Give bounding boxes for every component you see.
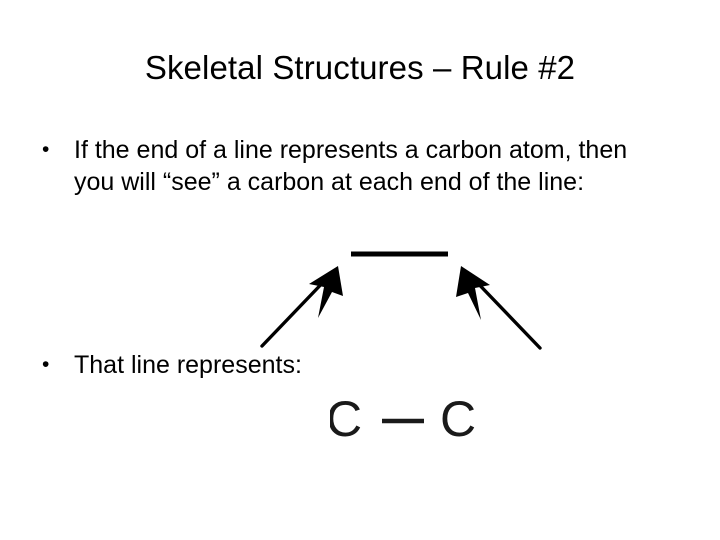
bullet-text: That line represents:	[74, 351, 302, 379]
list-item: • If the end of a line represents a carb…	[36, 134, 676, 198]
page-title: Skeletal Structures – Rule #2	[144, 49, 576, 86]
carbon-carbon-formula: C C	[330, 388, 490, 450]
bond-line-with-arrows-diagram	[240, 240, 570, 365]
atom-label-left: C	[330, 391, 362, 447]
left-arrow-icon	[260, 266, 343, 348]
formula-svg: C C	[330, 391, 476, 447]
bullet-list: • If the end of a line represents a carb…	[36, 134, 676, 198]
right-arrow-icon	[456, 266, 542, 350]
list-item: • That line represents:	[36, 349, 676, 381]
bullet-text: If the end of a line represents a carbon…	[74, 136, 628, 196]
diagram-svg	[260, 251, 542, 350]
bullet-marker-icon: •	[42, 138, 50, 161]
bullet-marker-icon: •	[42, 353, 50, 376]
atom-label-right: C	[440, 391, 476, 447]
